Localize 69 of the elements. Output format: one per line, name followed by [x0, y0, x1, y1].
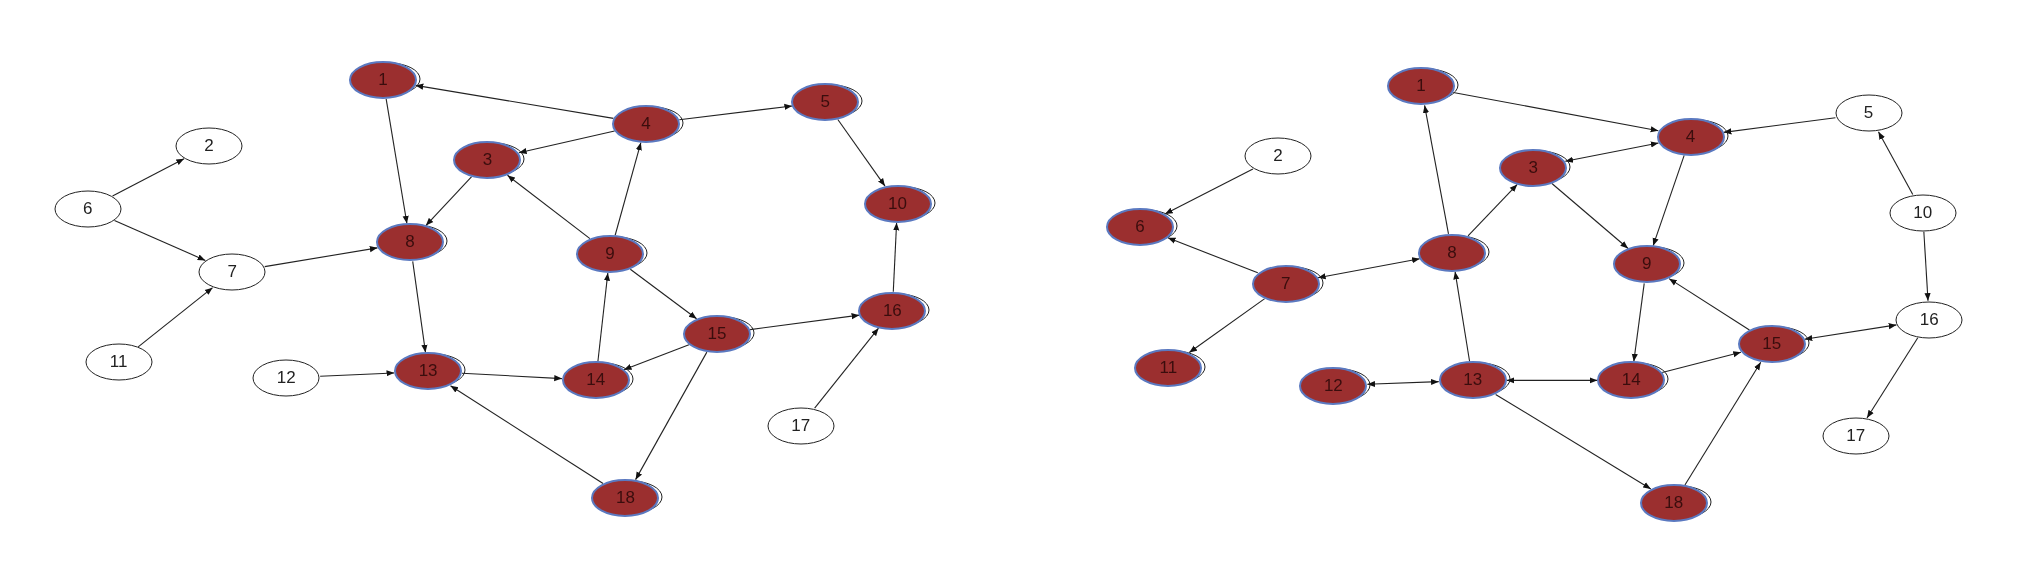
node-ellipse: 2 [1243, 137, 1312, 176]
arrow [1452, 91, 1659, 133]
node-ellipse: 10 [1888, 193, 1957, 232]
node-ellipse: 11 [1134, 348, 1203, 387]
node-ellipse: 18 [591, 478, 660, 517]
node-ellipse: 4 [612, 104, 681, 143]
arrow [749, 313, 860, 331]
arrow [1495, 393, 1652, 490]
arrow [1564, 141, 1660, 163]
arrow [425, 176, 473, 227]
node-ellipse: 17 [766, 406, 835, 445]
arrow [597, 272, 611, 362]
node-ellipse: 11 [84, 343, 153, 382]
arrow [113, 220, 206, 261]
arrow [623, 344, 690, 371]
arrow [1804, 323, 1897, 342]
node-ellipse: 17 [1821, 416, 1890, 455]
node-ellipse: 5 [1834, 94, 1903, 133]
node-ellipse: 3 [1499, 148, 1568, 187]
arrow [1188, 298, 1266, 354]
arrow [1317, 257, 1421, 280]
arrow [1506, 377, 1598, 384]
arrow [1866, 337, 1919, 419]
arrow [1164, 168, 1254, 215]
arrow [1684, 361, 1762, 486]
arrow [614, 142, 642, 236]
node-ellipse: 8 [376, 223, 445, 262]
arrow [1652, 154, 1685, 247]
arrow [112, 158, 185, 197]
node-ellipse: 16 [858, 291, 927, 330]
arrow [506, 174, 591, 240]
node-ellipse: 7 [198, 253, 267, 292]
arrow [635, 351, 708, 481]
arrow [264, 246, 379, 268]
node-ellipse: 2 [174, 126, 243, 165]
node-ellipse: 3 [453, 140, 522, 179]
arrow [678, 103, 793, 121]
arrow [449, 385, 604, 484]
arrow [892, 222, 900, 293]
node-ellipse: 13 [394, 352, 463, 391]
node-ellipse: 5 [791, 82, 860, 121]
arrow [385, 98, 409, 225]
arrow [814, 327, 880, 409]
node-ellipse: 16 [1895, 300, 1964, 339]
arrow [837, 119, 886, 187]
arrow [1551, 183, 1629, 249]
arrow [319, 370, 395, 377]
arrow [461, 372, 563, 382]
arrow [412, 260, 428, 353]
arrow [1422, 104, 1450, 235]
arrow [1631, 282, 1645, 363]
arrow [1366, 378, 1440, 388]
arrow [1661, 351, 1742, 374]
arrow [1668, 278, 1750, 331]
arrow [1467, 183, 1518, 237]
node-ellipse: 12 [252, 358, 321, 397]
arrow [629, 268, 698, 320]
node-ellipse: 12 [1299, 366, 1368, 405]
arrow [415, 83, 615, 119]
arrow [1723, 117, 1836, 135]
arrow [137, 287, 214, 348]
arrow [1167, 237, 1259, 274]
node-ellipse: 14 [1597, 361, 1666, 400]
node-ellipse: 1 [1387, 67, 1456, 106]
arrow [1453, 271, 1471, 363]
node-ellipse: 6 [53, 189, 122, 228]
arrow [1923, 231, 1931, 302]
arrow [1877, 131, 1914, 196]
arrow [518, 130, 616, 155]
